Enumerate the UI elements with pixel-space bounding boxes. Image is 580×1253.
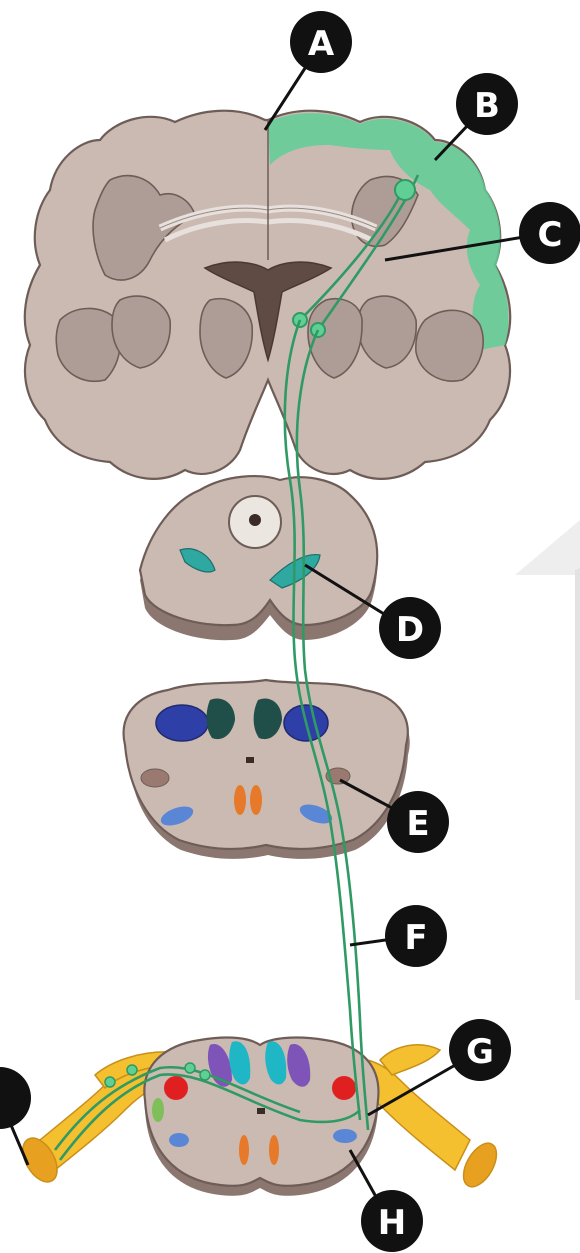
callout-B: B xyxy=(456,73,518,135)
background-arrow xyxy=(515,520,580,1000)
callout-F: F xyxy=(385,905,447,967)
callout-H: H xyxy=(361,1190,423,1252)
label-H: H xyxy=(378,1203,406,1243)
spinal-cord-section xyxy=(16,1038,503,1196)
label-A: A xyxy=(308,24,335,64)
callout-D: D xyxy=(379,597,441,659)
label-D: D xyxy=(396,610,424,650)
callout-E: E xyxy=(387,791,449,853)
label-F: F xyxy=(404,918,427,958)
callout-I-partial xyxy=(0,1067,31,1129)
callout-A: A xyxy=(290,11,352,73)
callout-C: C xyxy=(519,202,580,264)
coronal-brain-section xyxy=(25,111,510,479)
label-G: G xyxy=(466,1032,494,1072)
label-B: B xyxy=(474,86,500,126)
midbrain-section xyxy=(140,476,377,640)
callout-G: G xyxy=(449,1019,511,1081)
medulla-section xyxy=(124,680,410,859)
label-C: C xyxy=(538,215,563,255)
label-E: E xyxy=(406,804,429,844)
